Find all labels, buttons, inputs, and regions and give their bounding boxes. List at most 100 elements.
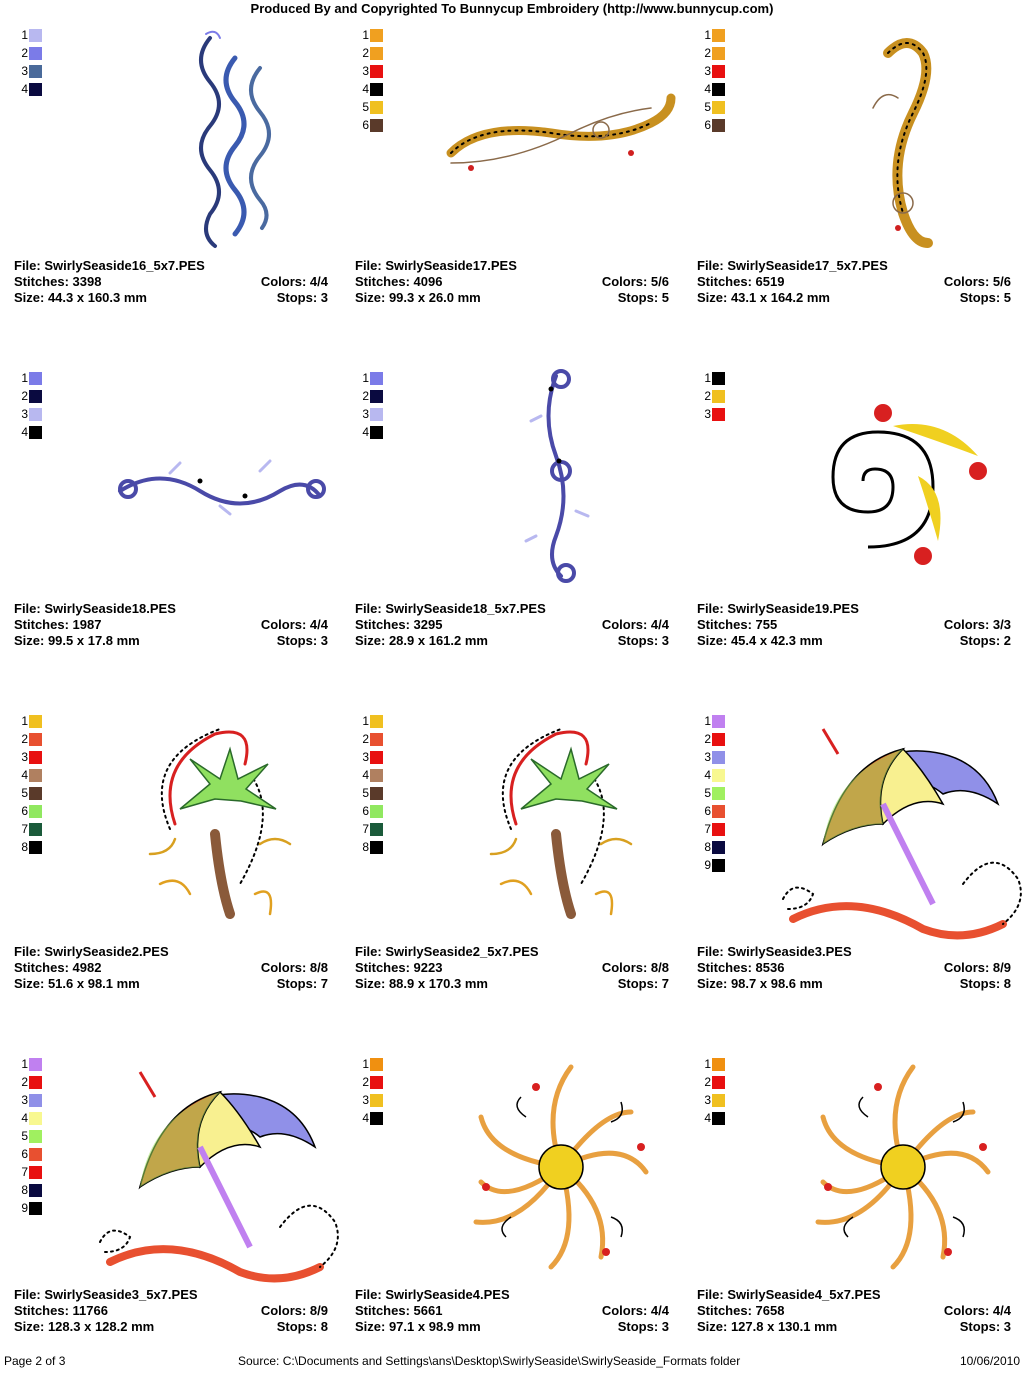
color-swatch: 5: [18, 1127, 42, 1145]
color-swatch: 4: [359, 1109, 383, 1127]
embroidery-design-umbrella: [763, 704, 1024, 949]
embroidery-design-swirl-h: [80, 361, 342, 606]
color-swatch: 3: [18, 1091, 42, 1109]
color-swatch: 3: [359, 405, 383, 423]
source-path: Source: C:\Documents and Settings\ans\De…: [238, 1354, 741, 1368]
design-info: File: SwirlySeaside18_5x7.PES Stitches: …: [355, 601, 669, 649]
swatch-number: 8: [21, 840, 28, 854]
design-size: Size: 44.3 x 160.3 mm: [14, 290, 147, 305]
color-swatch: 4: [18, 80, 42, 98]
color-count: Colors: 8/8: [260, 960, 328, 975]
swatch-color: [370, 64, 383, 78]
color-swatch: 5: [701, 98, 725, 116]
swatch-color: [370, 100, 383, 114]
swatch-number: 3: [21, 407, 28, 421]
color-swatch: 2: [359, 44, 383, 62]
color-swatch: 8: [18, 838, 42, 856]
color-count: Colors: 3/3: [943, 617, 1011, 632]
color-swatch: 1: [18, 712, 42, 730]
file-name: File: SwirlySeaside2_5x7.PES: [355, 944, 539, 959]
swatch-color: [712, 732, 725, 746]
swatch-number: 8: [362, 840, 369, 854]
embroidery-design-palm: [80, 704, 342, 949]
swatch-number: 9: [21, 1201, 28, 1215]
swatch-color: [712, 118, 725, 132]
swatch-number: 1: [704, 714, 711, 728]
file-row: File: SwirlySeaside18_5x7.PES: [355, 601, 669, 617]
swatch-number: 2: [21, 389, 28, 403]
file-row: File: SwirlySeaside17.PES: [355, 258, 669, 274]
color-count: Colors: 5/6: [943, 274, 1011, 289]
embroidery-design-swirl-v: [421, 361, 683, 606]
swatch-number: 2: [704, 732, 711, 746]
stitch-count: Stitches: 5661: [355, 1303, 443, 1318]
design-info: File: SwirlySeaside16_5x7.PES Stitches: …: [14, 258, 328, 306]
swatch-color: [29, 1111, 42, 1125]
swatch-number: 4: [362, 82, 369, 96]
swatch-color: [29, 840, 42, 854]
stop-count: Stops: 8: [276, 1319, 328, 1334]
design-size: Size: 28.9 x 161.2 mm: [355, 633, 488, 648]
design-size: Size: 99.5 x 17.8 mm: [14, 633, 140, 648]
file-row: File: SwirlySeaside18.PES: [14, 601, 328, 617]
stitch-count: Stitches: 8536: [697, 960, 785, 975]
stitch-count: Stitches: 755: [697, 617, 778, 632]
embroidery-design-scroll-h: [421, 18, 683, 263]
color-swatch: 2: [18, 387, 42, 405]
color-swatch: 4: [18, 766, 42, 784]
file-name: File: SwirlySeaside17_5x7.PES: [697, 258, 888, 273]
color-swatch: 6: [18, 802, 42, 820]
color-swatch: 8: [18, 1181, 42, 1199]
swatch-number: 3: [704, 64, 711, 78]
swatch-color: [29, 1057, 42, 1071]
design-info: File: SwirlySeaside2_5x7.PES Stitches: 9…: [355, 944, 669, 992]
swatch-number: 1: [704, 28, 711, 42]
color-swatch: 7: [359, 820, 383, 838]
swatch-number: 5: [362, 100, 369, 114]
swatch-number: 1: [704, 371, 711, 385]
embroidery-design-sun: [421, 1047, 683, 1292]
swatch-color: [29, 1147, 42, 1161]
color-swatch: 2: [701, 44, 725, 62]
color-swatch: 2: [701, 1073, 725, 1091]
color-swatch: 2: [18, 1073, 42, 1091]
color-swatch: 4: [701, 1109, 725, 1127]
swatch-color: [712, 750, 725, 764]
stop-count: Stops: 2: [959, 633, 1011, 648]
swatch-color: [370, 82, 383, 96]
swatch-color: [29, 371, 42, 385]
swatch-color: [29, 389, 42, 403]
swatch-number: 8: [21, 1183, 28, 1197]
page-footer: Page 2 of 3 Source: C:\Documents and Set…: [0, 1352, 1024, 1370]
swatch-color: [29, 407, 42, 421]
swatch-number: 1: [21, 28, 28, 42]
color-count: Colors: 4/4: [601, 1303, 669, 1318]
swatch-color: [370, 407, 383, 421]
embroidery-design-spiral: [763, 361, 1024, 606]
embroidery-design-palm: [421, 704, 683, 949]
swatch-number: 5: [362, 786, 369, 800]
color-swatch: 4: [359, 80, 383, 98]
swatch-color: [370, 714, 383, 728]
swatch-color: [712, 28, 725, 42]
swatch-color: [29, 732, 42, 746]
color-swatch: 5: [701, 784, 725, 802]
color-count: Colors: 4/4: [260, 617, 328, 632]
color-swatch: 4: [701, 766, 725, 784]
color-swatch: 4: [359, 423, 383, 441]
swatch-number: 3: [362, 64, 369, 78]
color-swatch: 7: [18, 820, 42, 838]
